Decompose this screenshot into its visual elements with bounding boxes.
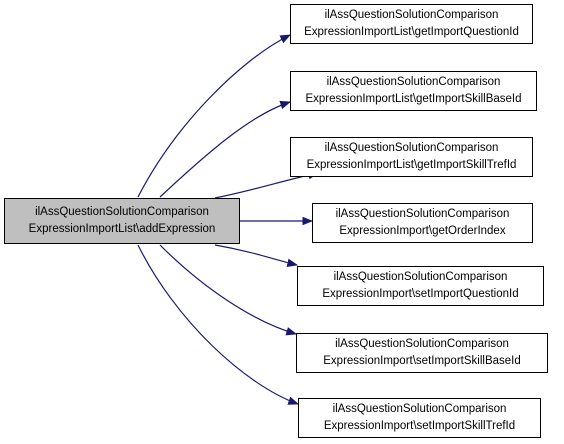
edge-to-set-import-skill-base-id: [159, 244, 298, 336]
target-node-set-import-skill-base-id[interactable]: ilAssQuestionSolutionComparison Expressi…: [296, 333, 548, 373]
target-node-line1: ilAssQuestionSolutionComparison: [326, 76, 501, 88]
target-node-line2: ExpressionImport\getOrderIndex: [339, 225, 506, 237]
target-node-line1: ilAssQuestionSolutionComparison: [332, 403, 507, 415]
target-node-get-import-question-id[interactable]: ilAssQuestionSolutionComparison Expressi…: [290, 4, 533, 44]
edge-to-get-import-skill-base-id: [159, 100, 292, 198]
target-node-line2: ExpressionImportList\getImportSkillBaseI…: [305, 93, 522, 105]
source-node-add-expression[interactable]: ilAssQuestionSolutionComparison Expressi…: [4, 198, 240, 244]
target-node-line2: ExpressionImport\setImportSkillBaseId: [323, 355, 521, 367]
edge-to-set-import-question-id: [214, 244, 299, 268]
target-node-get-order-index[interactable]: ilAssQuestionSolutionComparison Expressi…: [312, 203, 533, 243]
target-node-line2: ExpressionImportList\getImportSkillTrefI…: [306, 159, 517, 171]
target-node-line2: ExpressionImportList\getImportQuestionId: [304, 26, 519, 38]
source-node-line1: ilAssQuestionSolutionComparison: [35, 206, 209, 218]
target-node-set-import-skill-tref-id[interactable]: ilAssQuestionSolutionComparison Expressi…: [298, 398, 541, 438]
target-node-line1: ilAssQuestionSolutionComparison: [335, 208, 510, 220]
target-node-get-import-skill-tref-id[interactable]: ilAssQuestionSolutionComparison Expressi…: [290, 137, 533, 177]
edge-to-set-import-skill-tref-id: [137, 244, 300, 405]
target-node-line2: ExpressionImport\setImportSkillTrefId: [323, 420, 516, 432]
target-node-line2: ExpressionImport\setImportQuestionId: [322, 288, 519, 300]
target-node-line1: ilAssQuestionSolutionComparison: [333, 271, 508, 283]
target-node-line1: ilAssQuestionSolutionComparison: [324, 142, 499, 154]
target-node-get-import-skill-base-id[interactable]: ilAssQuestionSolutionComparison Expressi…: [290, 71, 537, 111]
target-node-line1: ilAssQuestionSolutionComparison: [335, 338, 509, 350]
target-node-set-import-question-id[interactable]: ilAssQuestionSolutionComparison Expressi…: [297, 266, 544, 306]
edge-to-get-import-question-id: [137, 34, 291, 198]
target-node-line1: ilAssQuestionSolutionComparison: [324, 9, 499, 21]
source-node-line2: ExpressionImportList\addExpression: [28, 223, 216, 235]
